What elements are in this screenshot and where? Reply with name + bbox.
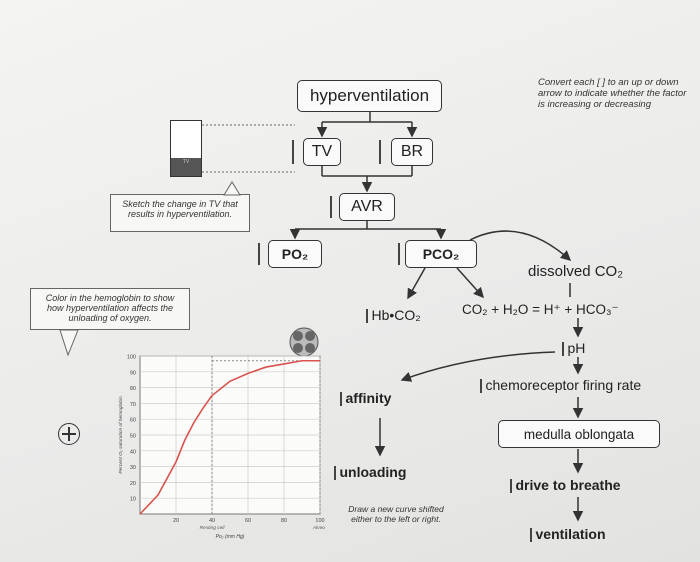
unloading-label[interactable]: unloading bbox=[334, 464, 406, 481]
chart-y-tick-label: 40 bbox=[130, 449, 136, 455]
chart-y-tick-label: 100 bbox=[127, 355, 136, 361]
po2-box[interactable]: PO₂ bbox=[268, 240, 322, 268]
br-arrow-slot[interactable] bbox=[379, 140, 381, 164]
chart-y-tick-label: 90 bbox=[130, 370, 136, 376]
chart-x-tick-label: 80 bbox=[281, 518, 287, 524]
beaker-dashed-lines bbox=[202, 124, 295, 173]
chart-y-tick-label: 80 bbox=[130, 386, 136, 392]
tv-box[interactable]: TV bbox=[303, 138, 341, 166]
chart-series-line bbox=[139, 359, 320, 515]
drive-label[interactable]: drive to breathe bbox=[510, 477, 621, 494]
po2-arrow-slot[interactable] bbox=[258, 243, 260, 265]
dissolved-co2-label: dissolved CO₂ bbox=[528, 263, 624, 280]
tv-beaker: TV bbox=[170, 120, 202, 177]
hbco2-label[interactable]: Hb•CO₂ bbox=[366, 307, 421, 324]
chart-x-tick-label: 60 bbox=[245, 518, 251, 524]
chart-x-tick-label: 40 bbox=[209, 518, 215, 524]
oxygen-dissociation-chart: 10 20 30 40 50 60 70 80 90 100 20 40 60 80 100Resting … bbox=[118, 355, 325, 541]
avr-arrow-slot[interactable] bbox=[330, 196, 332, 218]
tv-beaker-fill: TV bbox=[171, 158, 201, 176]
chart-y-tick-label: 20 bbox=[130, 481, 136, 487]
color-hb-callout: Color in the hemoglobin to show how hype… bbox=[30, 288, 190, 330]
chart-y-tick-label: 60 bbox=[130, 418, 136, 424]
tv-arrow-slot[interactable] bbox=[292, 140, 294, 164]
chemoreceptor-label[interactable]: chemoreceptor firing rate bbox=[480, 377, 641, 394]
avr-box[interactable]: AVR bbox=[339, 193, 395, 221]
pco2-box[interactable]: PCO₂ bbox=[405, 240, 477, 268]
ph-label[interactable]: pH bbox=[562, 340, 585, 357]
sketch-callout-pointer bbox=[223, 181, 241, 196]
instruction-text: Convert each [ ] to an up or down arrow … bbox=[538, 77, 687, 110]
pco2-arrow-slot[interactable] bbox=[398, 243, 400, 265]
draw-curve-callout: Draw a new curve shifted either to the l… bbox=[348, 504, 444, 524]
hemoglobin-icon bbox=[289, 327, 319, 357]
chart-y-tick-label: 50 bbox=[130, 434, 136, 440]
color-hb-pointer bbox=[59, 329, 79, 357]
chart-y-tick-label: 10 bbox=[130, 497, 136, 503]
chart-x-tick-label: 20 bbox=[173, 518, 179, 524]
equation-label: CO₂ + H₂O = H⁺ + HCO₃⁻ bbox=[462, 302, 619, 317]
chart-annotation-label: Resting cell bbox=[200, 525, 226, 531]
chart-y-axis-label: Percent O₂ saturation of hemoglobin bbox=[118, 396, 124, 474]
chart-annotation-label: Alveoli bbox=[312, 525, 325, 531]
br-box[interactable]: BR bbox=[391, 138, 433, 166]
ventilation-label[interactable]: ventilation bbox=[530, 526, 606, 543]
hyperventilation-box: hyperventilation bbox=[297, 80, 442, 112]
sketch-tv-callout: Sketch the change in TV that results in … bbox=[110, 194, 250, 232]
affinity-label[interactable]: affinity bbox=[340, 390, 391, 407]
chart-x-tick-label: 100 bbox=[315, 518, 324, 524]
chart-y-tick-label: 70 bbox=[130, 402, 136, 408]
chart-x-axis-label: Po₂ (mm Hg) bbox=[216, 534, 245, 540]
chart-y-tick-label: 30 bbox=[130, 465, 136, 471]
medulla-box: medulla oblongata bbox=[498, 420, 660, 448]
add-circle-icon[interactable] bbox=[58, 423, 80, 445]
